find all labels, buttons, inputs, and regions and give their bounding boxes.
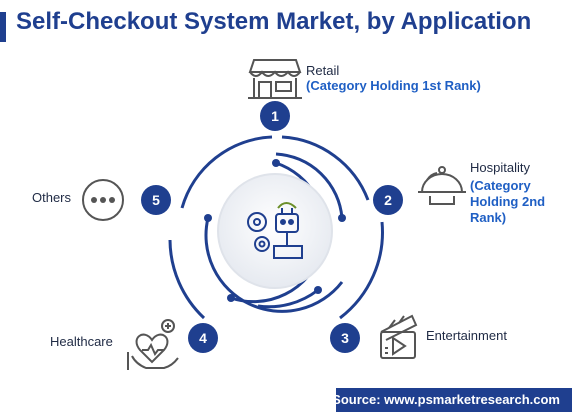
robot-gears-icon [247,202,303,259]
badge-number: 2 [384,192,392,208]
connector-arcs [168,135,384,320]
rank-hospitality-line-2: Holding 2nd [470,194,546,209]
rank-retail: (Category Holding 1st Rank) [306,78,481,93]
inner-arc-bottom [257,288,319,309]
dot-left [204,214,212,222]
source-text: Source: www.psmarketresearch.com [332,392,560,407]
arc-dots [204,159,346,302]
dot-top [272,159,280,167]
inner-arc-3 [275,152,344,219]
dot-right [338,214,346,222]
badge-number: 4 [199,330,207,346]
outer-arc-left-lower [168,239,206,320]
label-hospitality: Hospitality [470,160,530,175]
outer-arc-right [281,135,370,201]
more-icon [82,179,124,221]
badge-3: 3 [330,323,360,353]
label-retail: Retail [306,63,340,78]
badge-5: 5 [141,185,171,215]
rank-hospitality-line-1: (Category [470,178,531,193]
dot-bottom-left [227,294,235,302]
title-accent-bar [0,12,6,42]
outer-arc-left [180,135,273,209]
outer-arc-right-lower [339,221,384,320]
label-others: Others [32,190,72,205]
clapperboard-icon [380,314,418,359]
badge-number: 3 [341,330,349,346]
badge-number: 1 [271,108,279,124]
dot-bottom-right [314,286,322,294]
badge-4: 4 [188,323,218,353]
badge-2: 2 [373,185,403,215]
label-entertainment: Entertainment [426,328,507,343]
inner-arc-2 [204,217,344,313]
page-title: Self-Checkout System Market, by Applicat… [16,8,532,35]
source-bar [336,388,572,412]
rank-hospitality-line-3: Rank) [470,210,507,225]
cloche-icon [418,166,466,205]
center-circle [217,173,333,289]
badge-number: 5 [152,192,160,208]
heart-hand-icon [127,319,179,370]
badge-1: 1 [260,101,290,131]
store-icon [248,59,302,99]
label-healthcare: Healthcare [50,334,113,349]
